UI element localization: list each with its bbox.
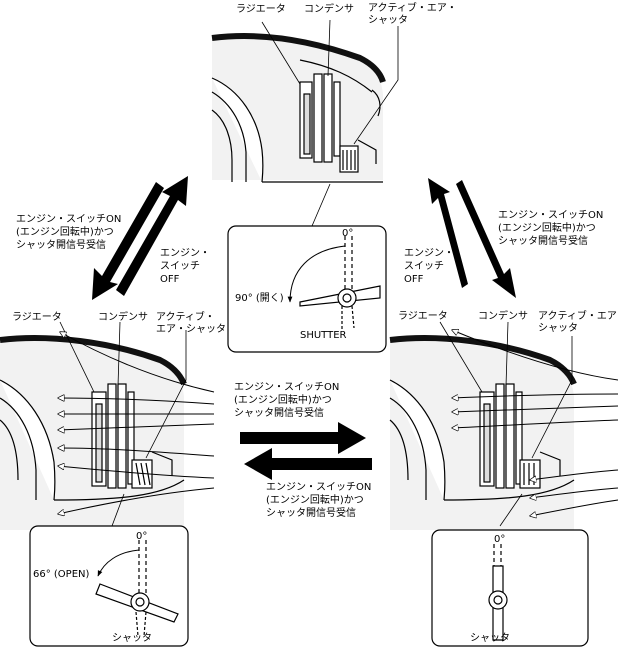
text-middle-lower-2: (エンジン回転中)かつ	[266, 495, 364, 506]
airflow-left	[58, 332, 215, 514]
label-radiator-right: ラジエータ	[398, 311, 448, 322]
label-condenser-top: コンデンサ	[304, 4, 354, 15]
inset-left-angle: 66° (OPEN)	[33, 569, 90, 580]
inset-top-angle: 90° (開く)	[235, 293, 284, 304]
label-shutter-right-1: アクティブ・エア・	[538, 311, 618, 322]
text-on-middle-3: シャッタ開信号受信	[234, 408, 324, 419]
inset-left-label: シャッタ	[112, 633, 152, 644]
text-on-middle-1: エンジン・スイッチON	[234, 382, 340, 393]
text-off-upper-left-1: エンジン・	[160, 248, 210, 259]
arrow-engine-off-left	[116, 176, 188, 296]
label-radiator-top: ラジエータ	[236, 4, 286, 15]
text-off-upper-right-2: スイッチ	[404, 261, 444, 272]
arrow-engine-on-right	[456, 180, 516, 298]
text-on-upper-left-2: (エンジン回転中)かつ	[16, 227, 114, 238]
label-shutter-left-1: アクティブ・	[156, 312, 215, 323]
text-off-upper-right-3: OFF	[404, 274, 424, 285]
label-shutter-top-2: シャッタ	[368, 15, 408, 26]
car-right	[389, 321, 577, 530]
label-condenser-right: コンデンサ	[478, 311, 528, 322]
inset-right-zero: 0°	[494, 534, 506, 545]
text-on-upper-right-1: エンジン・スイッチON	[498, 210, 604, 221]
text-off-upper-left-2: スイッチ	[160, 261, 200, 272]
inset-top	[227, 225, 387, 353]
inset-left-zero: 0°	[136, 531, 148, 542]
text-middle-lower-1: エンジン・スイッチON	[266, 482, 372, 493]
text-off-upper-right-1: エンジン・	[404, 248, 454, 259]
text-on-upper-left-1: エンジン・スイッチON	[16, 214, 122, 225]
inset-top-label: SHUTTER	[300, 330, 347, 341]
label-shutter-right-2: シャッタ	[538, 323, 578, 334]
inset-right	[431, 529, 589, 647]
arrow-engine-on-middle	[240, 422, 366, 454]
car-left	[0, 321, 187, 530]
label-radiator-left: ラジエータ	[12, 312, 62, 323]
airflow-right	[452, 330, 618, 516]
text-off-upper-left-3: OFF	[160, 274, 180, 285]
text-on-upper-right-3: シャッタ開信号受信	[498, 236, 588, 247]
transition-arrows	[92, 176, 516, 480]
label-condenser-left: コンデンサ	[98, 312, 148, 323]
text-middle-lower-3: シャッタ開信号受信	[266, 508, 356, 519]
arrow-engine-on-left	[92, 182, 164, 300]
inset-right-label: シャッタ	[470, 633, 510, 644]
inset-top-zero: 0°	[342, 228, 354, 239]
text-on-middle-2: (エンジン回転中)かつ	[234, 395, 332, 406]
arrow-engine-off-middle	[244, 448, 372, 480]
arrow-engine-off-right	[428, 178, 468, 288]
label-shutter-top-1: アクティブ・エア・	[368, 3, 457, 14]
car-top	[211, 19, 399, 227]
text-on-upper-right-2: (エンジン回転中)かつ	[498, 223, 596, 234]
inset-left	[29, 525, 189, 647]
label-shutter-left-2: エア・シャッタ	[156, 324, 226, 335]
text-on-upper-left-3: シャッタ開信号受信	[16, 240, 106, 251]
